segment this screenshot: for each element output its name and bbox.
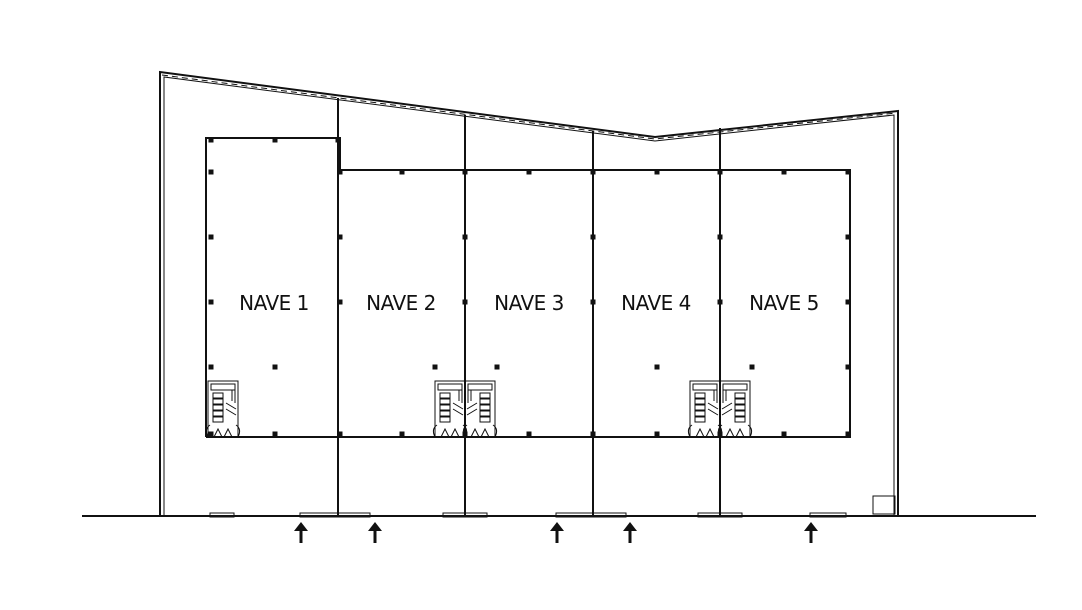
stair-blocks	[205, 380, 753, 438]
entrance-arrows	[294, 522, 818, 543]
column-marker	[462, 299, 468, 305]
arrow-up-icon	[294, 522, 308, 543]
column-marker	[717, 169, 723, 175]
arrow-up-icon	[623, 522, 637, 543]
stair-icon	[717, 380, 753, 438]
column-marker	[590, 299, 596, 305]
arrow-up-icon	[550, 522, 564, 543]
site-fence	[161, 74, 897, 140]
column-marker	[494, 364, 500, 370]
stair-icon	[462, 380, 498, 438]
column-marker	[208, 364, 214, 370]
column-marker	[781, 169, 787, 175]
column-marker	[208, 431, 214, 437]
column-marker	[590, 234, 596, 240]
column-marker	[335, 137, 341, 143]
stair-icon	[687, 380, 723, 438]
corner-box	[872, 495, 896, 515]
column-marker	[717, 234, 723, 240]
column-marker	[526, 169, 532, 175]
column-marker	[272, 364, 278, 370]
column-marker	[462, 234, 468, 240]
column-marker	[337, 299, 343, 305]
column-marker	[337, 169, 343, 175]
column-marker	[590, 431, 596, 437]
column-marker	[654, 169, 660, 175]
column-marker	[845, 299, 851, 305]
nave-label-2: NAVE 2	[366, 291, 436, 315]
gates	[209, 512, 847, 518]
column-marker	[654, 364, 660, 370]
column-marker	[208, 299, 214, 305]
column-marker	[208, 137, 214, 143]
column-marker	[749, 364, 755, 370]
column-marker	[781, 431, 787, 437]
column-marker	[717, 299, 723, 305]
column-marker	[399, 169, 405, 175]
column-marker	[399, 431, 405, 437]
column-marker	[208, 234, 214, 240]
nave-label-4: NAVE 4	[621, 291, 691, 315]
column-marker	[845, 169, 851, 175]
arrow-up-icon	[804, 522, 818, 543]
column-marker	[845, 234, 851, 240]
column-marker	[526, 431, 532, 437]
column-marker	[337, 234, 343, 240]
nave-label-3: NAVE 3	[494, 291, 564, 315]
column-marker	[432, 364, 438, 370]
column-marker	[654, 431, 660, 437]
stair-icon	[432, 380, 468, 438]
nave-label-5: NAVE 5	[749, 291, 819, 315]
arrow-up-icon	[368, 522, 382, 543]
column-marker	[208, 169, 214, 175]
stair-icon	[205, 380, 241, 438]
column-marker	[590, 169, 596, 175]
column-marker	[845, 364, 851, 370]
structural-columns	[208, 137, 851, 437]
site-boundary-inner	[163, 76, 895, 516]
nave-label-1: NAVE 1	[239, 291, 309, 315]
column-marker	[845, 431, 851, 437]
column-marker	[337, 431, 343, 437]
column-marker	[272, 137, 278, 143]
column-marker	[462, 169, 468, 175]
site-boundary	[159, 70, 899, 516]
column-marker	[272, 431, 278, 437]
building-outline	[205, 137, 851, 438]
